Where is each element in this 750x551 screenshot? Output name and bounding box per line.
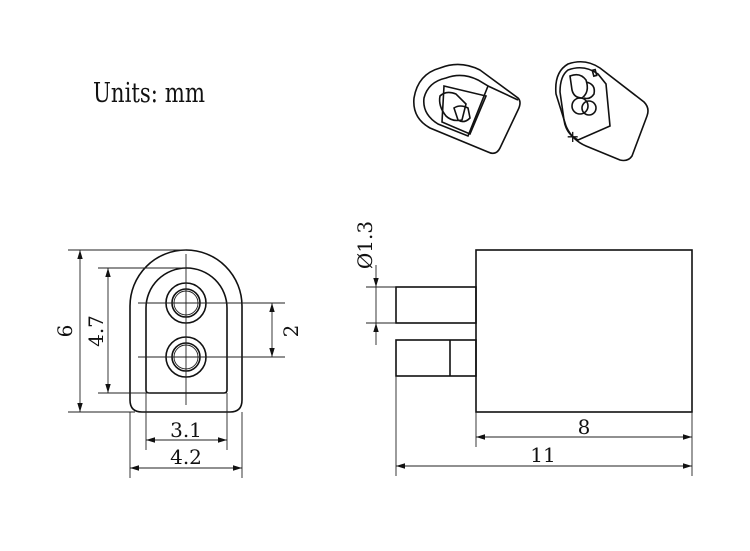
side-view: Ø1.3 8 11 — [353, 221, 693, 476]
isometric-view-rear: + - — [554, 60, 649, 162]
dim-outer-width: 4.2 — [170, 445, 202, 469]
dim-inner-width: 3.1 — [170, 418, 202, 442]
dim-inner-height: 4.7 — [84, 315, 108, 347]
isometric-view-front — [413, 63, 521, 155]
polarity-plus-label: + — [566, 127, 579, 146]
dim-pin-pitch: 2 — [279, 325, 303, 338]
dim-pin-diameter: Ø1.3 — [353, 221, 377, 269]
dim-body-length: 8 — [578, 415, 591, 439]
dim-total-length: 11 — [530, 443, 555, 467]
dim-height: 6 — [53, 325, 77, 338]
front-view: 6 4.7 2 3.1 4.2 — [53, 249, 303, 478]
units-label: Units: mm — [93, 78, 205, 109]
